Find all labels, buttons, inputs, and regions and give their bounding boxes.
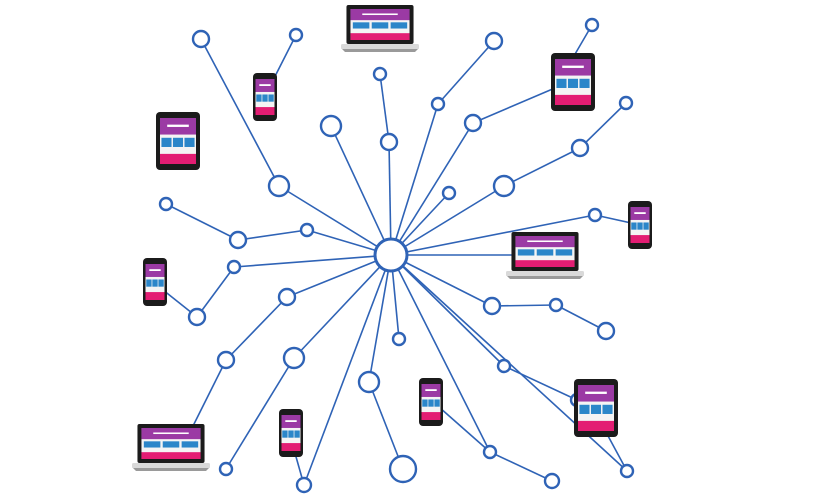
node-36	[288, 27, 304, 43]
connection-line-23	[390, 214, 596, 256]
node-30	[388, 454, 418, 484]
phone-bottom-center-phone-icon	[419, 378, 443, 426]
node-7	[277, 287, 297, 307]
network-nodes	[158, 17, 635, 494]
connection-line-14	[330, 125, 392, 256]
node-32	[482, 444, 498, 460]
connection-line-11	[225, 357, 295, 470]
node-6	[187, 307, 207, 327]
node-27	[496, 358, 512, 374]
connection-line-15	[390, 103, 439, 256]
phone-right-phone-icon	[628, 201, 652, 249]
node-2	[299, 222, 315, 238]
hub-node	[373, 237, 409, 273]
connection-line-34	[303, 254, 392, 486]
node-0	[267, 174, 291, 198]
connection-line-29	[368, 254, 392, 383]
tablet-bottom-right-tablet-icon	[574, 379, 618, 437]
connection-line-28	[503, 365, 578, 401]
node-21	[618, 95, 634, 111]
connection-line-24	[390, 254, 493, 307]
node-4	[158, 196, 174, 212]
connection-line-7	[286, 254, 392, 298]
node-35	[619, 463, 635, 479]
node-16	[484, 31, 504, 51]
connection-line-18	[472, 84, 563, 124]
connection-line-1	[200, 38, 280, 187]
connection-line-27	[390, 254, 505, 367]
connection-line-5	[233, 254, 392, 268]
node-23	[587, 207, 603, 223]
laptop-bottom-left-laptop-icon	[132, 424, 210, 471]
node-14	[319, 114, 343, 138]
phone-bottom-left-phone-icon	[279, 409, 303, 457]
laptop-top-center-laptop-icon	[341, 5, 419, 52]
node-37	[584, 17, 600, 33]
connection-line-26	[555, 304, 607, 332]
connection-line-13	[379, 73, 390, 143]
node-13	[372, 66, 388, 82]
node-8	[216, 350, 236, 370]
connection-line-16	[437, 40, 495, 105]
connection-lines	[152, 24, 641, 486]
node-3	[228, 230, 248, 250]
tablet-top-right-tablet-icon	[551, 53, 595, 111]
node-22	[441, 185, 457, 201]
laptop-right-center-laptop-icon	[506, 232, 584, 279]
node-33	[543, 472, 561, 490]
connection-line-30	[368, 381, 404, 470]
connection-line-17	[390, 122, 474, 256]
node-26	[596, 321, 616, 341]
connection-line-32	[390, 254, 491, 453]
connection-line-20	[503, 147, 581, 187]
node-20	[570, 138, 590, 158]
connection-line-12	[388, 141, 392, 256]
node-5	[226, 259, 242, 275]
connection-line-6	[196, 266, 235, 318]
node-24	[482, 296, 502, 316]
connection-line-19	[390, 185, 505, 256]
node-29	[357, 370, 381, 394]
connection-line-8	[225, 296, 288, 361]
node-34	[295, 476, 313, 494]
connection-line-33	[489, 451, 553, 482]
node-31	[391, 331, 407, 347]
phone-left-phone-icon	[143, 258, 167, 306]
node-1	[191, 29, 211, 49]
connection-line-4	[165, 203, 239, 241]
phone-top-left-phone-icon	[253, 73, 277, 121]
node-17	[463, 113, 483, 133]
connection-line-25	[491, 304, 557, 307]
devices	[132, 5, 652, 471]
node-10	[282, 346, 306, 370]
tablet-left-tablet-icon	[156, 112, 200, 170]
connection-line-10	[293, 254, 392, 359]
node-11	[218, 461, 234, 477]
node-19	[492, 174, 516, 198]
connection-line-3	[237, 229, 308, 241]
connection-line-21	[579, 102, 627, 149]
node-12	[379, 132, 399, 152]
node-15	[430, 96, 446, 112]
node-25	[548, 297, 564, 313]
connection-line-0	[278, 185, 392, 256]
